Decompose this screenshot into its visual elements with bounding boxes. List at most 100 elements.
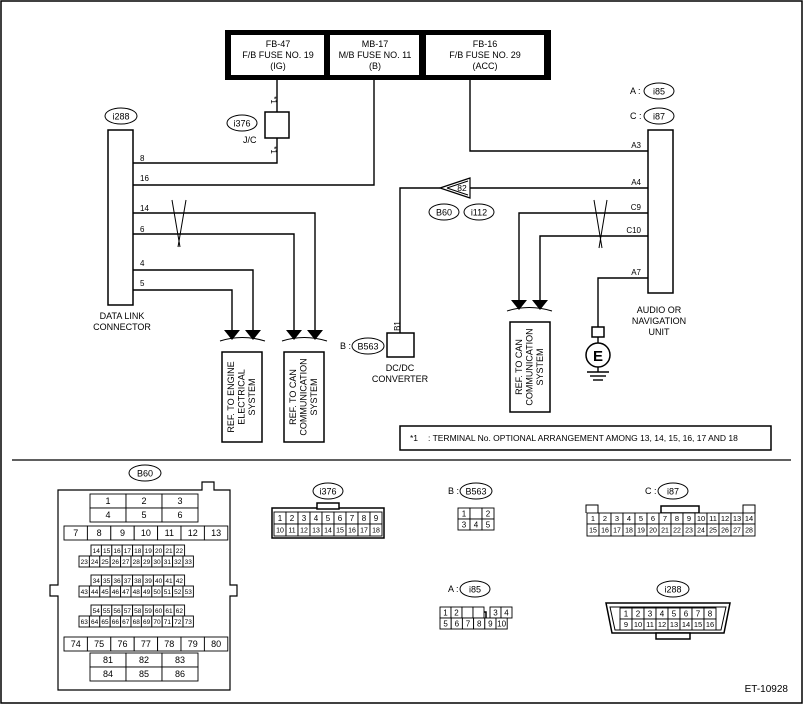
terminal-number: 13 xyxy=(670,620,678,629)
terminal-number: 83 xyxy=(175,655,185,665)
terminal-number: 71 xyxy=(164,619,172,626)
terminal-number: 2 xyxy=(486,509,491,518)
connector-label-i288: i288 xyxy=(112,112,129,122)
data-link-connector: i288 DATA LINK CONNECTOR 8 16 14 6 4 5 xyxy=(93,107,151,332)
terminal-number: 15 xyxy=(589,528,597,535)
twisted-pair-mark xyxy=(171,199,608,249)
terminal-number: 78 xyxy=(164,639,174,649)
terminal-number: 13 xyxy=(733,514,741,523)
face-title: i87 xyxy=(667,487,679,497)
pin-label: 8 xyxy=(140,154,145,163)
terminal-number: 4 xyxy=(660,609,665,618)
terminal-number: 11 xyxy=(709,514,717,523)
terminal-number: 4 xyxy=(627,514,631,523)
pin-label: A3 xyxy=(631,141,641,150)
pin-label: A4 xyxy=(631,178,641,187)
svg-text:F/B FUSE NO. 19: F/B FUSE NO. 19 xyxy=(242,50,314,60)
terminal-number: 47 xyxy=(122,589,130,596)
terminal-number: 3 xyxy=(462,520,467,529)
terminal-number: 14 xyxy=(745,514,753,523)
terminal-number: 14 xyxy=(93,548,101,555)
terminal-number: 2 xyxy=(636,609,641,618)
terminal-number: 69 xyxy=(143,619,151,626)
svg-text:(B): (B) xyxy=(369,61,381,71)
terminal-number: 67 xyxy=(122,619,130,626)
terminal-cell xyxy=(161,666,199,682)
pin-label: A7 xyxy=(631,268,641,277)
terminal-number: 64 xyxy=(91,619,99,626)
terminal-number: 18 xyxy=(134,548,142,555)
terminal-cell xyxy=(472,606,485,619)
terminal-number: 56 xyxy=(113,608,121,615)
terminal-number: 53 xyxy=(185,589,193,596)
face-title: i376 xyxy=(319,487,336,497)
terminal-number: 23 xyxy=(685,528,693,535)
terminal-number: 24 xyxy=(91,559,99,566)
terminal-number: 3 xyxy=(648,609,653,618)
terminal-number: 21 xyxy=(661,528,669,535)
terminal-number: 37 xyxy=(124,578,132,585)
pin-label: 14 xyxy=(140,204,149,213)
svg-text:SYSTEM: SYSTEM xyxy=(535,348,545,385)
terminal-number: 46 xyxy=(112,589,120,596)
terminal-number: 70 xyxy=(153,619,161,626)
terminal-number: 1 xyxy=(443,608,448,617)
face-prefix: C : xyxy=(645,486,657,496)
terminal-number: 25 xyxy=(709,528,717,535)
pin-label: 6 xyxy=(140,225,145,234)
terminal-cell xyxy=(203,525,229,541)
terminal-cell xyxy=(161,507,199,523)
terminal-number: 27 xyxy=(122,559,130,566)
face-title: i85 xyxy=(469,585,481,595)
terminal-number: 86 xyxy=(175,669,185,679)
terminal-number: 3 xyxy=(493,608,498,617)
dcdc-label-2: CONVERTER xyxy=(372,374,429,384)
svg-text:FB-16: FB-16 xyxy=(473,39,498,49)
terminal-number: 48 xyxy=(133,589,141,596)
terminal-number: 72 xyxy=(174,619,182,626)
terminal-number: 15 xyxy=(103,548,111,555)
terminal-number: 5 xyxy=(141,510,146,520)
terminal-number: 4 xyxy=(474,520,479,529)
face-prefix: A : xyxy=(448,584,459,594)
terminal-cell xyxy=(495,617,508,630)
terminal-number: 8 xyxy=(708,609,713,618)
terminal-number: 5 xyxy=(672,609,677,618)
ref-can-box-right: REF. TO CAN COMMUNICATION SYSTEM xyxy=(509,321,551,413)
terminal-number: 7 xyxy=(350,514,355,523)
terminal-number: 31 xyxy=(164,559,172,566)
terminal-number: 6 xyxy=(684,609,689,618)
terminal-cell xyxy=(469,507,483,520)
terminal-number: 81 xyxy=(103,655,113,665)
terminal-number: 11 xyxy=(165,528,174,538)
terminal-number: 77 xyxy=(141,639,151,649)
terminal-number: 9 xyxy=(687,514,691,523)
connector-face-b563: B : B563 xyxy=(448,482,493,500)
terminal-number: 10 xyxy=(497,619,506,628)
dcdc-pin-label: B1 xyxy=(393,321,402,331)
svg-text:ELECTRICAL: ELECTRICAL xyxy=(237,369,247,425)
terminal-number: 82 xyxy=(139,655,149,665)
terminal-cell xyxy=(369,523,383,537)
terminal-cell xyxy=(182,615,194,628)
terminal-number: 1 xyxy=(591,514,595,523)
terminal-number: 6 xyxy=(651,514,655,523)
terminal-number: 28 xyxy=(745,528,753,535)
connector-label-b563: B563 xyxy=(357,342,378,352)
terminal-number: 17 xyxy=(613,528,621,535)
pin-label: 5 xyxy=(140,279,145,288)
audio-label-1: AUDIO OR xyxy=(637,305,682,315)
terminal-number: 58 xyxy=(134,608,142,615)
ref-engine-box: REF. TO ENGINE ELECTRICAL SYSTEM xyxy=(221,351,263,443)
fuse-mb17: MB-17 M/B FUSE NO. 11 (B) xyxy=(339,39,412,71)
wires xyxy=(133,80,648,333)
terminal-number: 23 xyxy=(81,559,89,566)
terminal-number: 29 xyxy=(143,559,151,566)
terminal-number: 62 xyxy=(176,608,184,615)
terminal-cell xyxy=(182,585,194,598)
svg-text:M/B FUSE NO. 11: M/B FUSE NO. 11 xyxy=(339,50,412,60)
connector-label-i85: i85 xyxy=(653,87,665,97)
terminal-number: 74 xyxy=(71,639,81,649)
terminal-number: 2 xyxy=(141,496,146,506)
arc-marks xyxy=(219,307,553,342)
